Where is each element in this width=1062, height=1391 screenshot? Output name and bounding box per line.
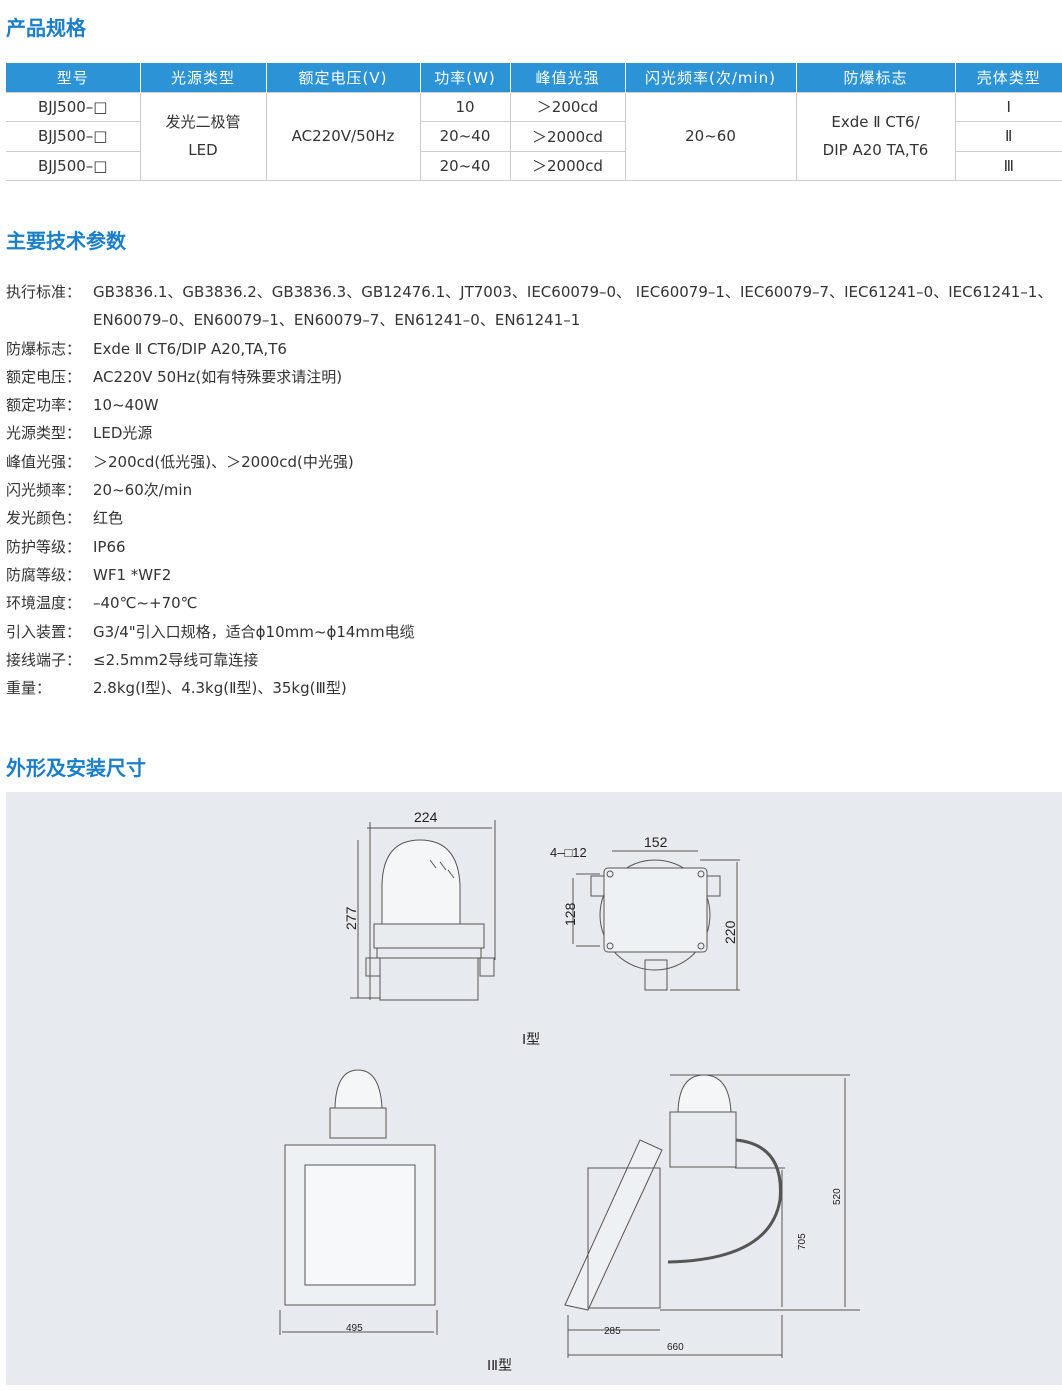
param-label: 引入装置： [6, 622, 82, 641]
dim-label: 220 [722, 920, 738, 944]
param-row: 引入装置： G3/4"引入口规格，适合ϕ10mm~ϕ14mm电缆 [6, 618, 1062, 646]
type1-top-view [572, 850, 740, 991]
ex-mark-line: Exde Ⅱ CT6/ [831, 113, 920, 132]
param-value: 红色 [93, 509, 124, 528]
ex-mark-line: DIP A20 TA,T6 [822, 141, 929, 160]
param-label: 防护等级： [6, 537, 82, 556]
param-row: 执行标准： GB3836.1、GB3836.2、GB3836.3、GB12476.… [6, 278, 1062, 335]
type3-front-view [279, 1069, 438, 1335]
section-title-spec: 产品规格 [6, 16, 86, 40]
param-label: 峰值光强： [6, 452, 82, 471]
housing-cell: Ⅰ [954, 91, 1062, 122]
param-label: 重量： [6, 679, 52, 698]
dim-label: 660 [667, 1342, 684, 1353]
intensity-cell: ＞2000cd [509, 150, 626, 181]
dim-label: 705 [797, 1233, 808, 1250]
param-label: 额定电压： [6, 367, 82, 386]
dim-label: 128 [562, 902, 578, 926]
dim-label: 4–□12 [550, 845, 587, 860]
param-row: 接线端子： ≤2.5mm2导线可靠连接 [6, 646, 1062, 674]
param-value: 20~60次/min [93, 481, 193, 500]
table-header-row: 型号 光源类型 额定电压(V) 功率(W) 峰值光强 闪光频率(次/min) 防… [6, 63, 1062, 92]
param-label: 发光颜色： [6, 509, 82, 528]
param-label: 环境温度： [6, 594, 82, 613]
header-cell: 闪光频率(次/min) [624, 63, 796, 92]
dim-label: 277 [343, 906, 359, 930]
header-cell: 防爆标志 [795, 63, 955, 92]
housing-cell: Ⅲ [954, 150, 1062, 181]
header-cell: 额定电压(V) [265, 63, 420, 92]
param-row: 发光颜色： 红色 [6, 504, 1062, 532]
param-value: IP66 [93, 537, 126, 556]
voltage-cell: AC220V/50Hz [265, 91, 421, 181]
model-cell: BJJ500–□ [6, 91, 141, 122]
param-value: GB3836.1、GB3836.2、GB3836.3、GB12476.1、JT7… [93, 283, 1053, 330]
type1-caption: Ⅰ型 [522, 1031, 540, 1047]
ex-mark-cell: Exde Ⅱ CT6/DIP A20 TA,T6 [795, 91, 956, 181]
param-row: 防腐等级： WF1 *WF2 [6, 561, 1062, 589]
power-cell: 10 [419, 91, 511, 122]
param-row: 光源类型： LED光源 [6, 419, 1062, 447]
param-value: 2.8kg(Ⅰ型)、4.3kg(Ⅱ型)、35kg(Ⅲ型) [93, 679, 347, 698]
type1-side-view [350, 820, 496, 1001]
model-cell: BJJ500–□ [6, 121, 141, 152]
param-label: 防腐等级： [6, 565, 82, 584]
header-cell: 型号 [6, 63, 140, 92]
param-label: 额定功率： [6, 396, 82, 415]
type3-side-view [564, 1074, 860, 1358]
section-title-dims: 外形及安装尺寸 [6, 756, 146, 780]
housing-cell: Ⅱ [954, 121, 1062, 152]
param-row: 防护等级： IP66 [6, 533, 1062, 561]
param-value: LED光源 [93, 424, 153, 443]
param-row: 额定电压： AC220V 50Hz(如有特殊要求请注明) [6, 363, 1062, 391]
param-value: –40℃~+70℃ [93, 594, 198, 613]
dimension-drawing-panel: 224 277 4–□12 152 128 220 Ⅰ型 495 285 660… [6, 792, 1062, 1385]
param-value: Exde Ⅱ CT6/DIP A20,TA,T6 [93, 339, 287, 358]
param-row: 额定功率： 10~40W [6, 391, 1062, 419]
dim-label: 224 [414, 809, 438, 825]
light-source-line: 发光二极管 [165, 113, 241, 132]
dim-label: 285 [604, 1326, 621, 1337]
param-row: 闪光频率： 20~60次/min [6, 476, 1062, 504]
light-source-cell: 发光二极管 LED [139, 91, 267, 181]
dimension-drawings: 224 277 4–□12 152 128 220 Ⅰ型 495 285 660… [279, 809, 860, 1373]
light-source-line: LED [188, 141, 218, 160]
spec-table: 型号 光源类型 额定电压(V) 功率(W) 峰值光强 闪光频率(次/min) 防… [6, 63, 1062, 181]
header-cell: 光源类型 [139, 63, 266, 92]
param-label: 执行标准： [6, 283, 82, 301]
dim-label: 152 [644, 834, 668, 850]
param-label: 防爆标志： [6, 339, 82, 358]
dim-label: 495 [346, 1323, 363, 1334]
dim-label: 520 [832, 1188, 843, 1205]
power-cell: 20~40 [419, 121, 511, 152]
param-row: 环境温度： –40℃~+70℃ [6, 589, 1062, 617]
table-row: BJJ500–□ 20~40 ＞2000cd Ⅲ [6, 150, 1062, 181]
param-value: ≤2.5mm2导线可靠连接 [93, 650, 259, 669]
params-list: 执行标准： GB3836.1、GB3836.2、GB3836.3、GB12476.… [6, 278, 1062, 702]
param-value: ＞200cd(低光强)、＞2000cd(中光强) [93, 452, 354, 471]
header-cell: 壳体类型 [954, 63, 1062, 92]
param-value: WF1 *WF2 [93, 565, 172, 584]
param-value: AC220V 50Hz(如有特殊要求请注明) [93, 367, 343, 386]
param-row: 重量： 2.8kg(Ⅰ型)、4.3kg(Ⅱ型)、35kg(Ⅲ型) [6, 674, 1062, 702]
power-cell: 20~40 [419, 150, 511, 181]
param-value: G3/4"引入口规格，适合ϕ10mm~ϕ14mm电缆 [93, 622, 415, 641]
intensity-cell: ＞200cd [509, 91, 626, 122]
section-title-params: 主要技术参数 [6, 229, 126, 253]
param-value: 10~40W [93, 396, 159, 415]
param-label: 接线端子： [6, 650, 82, 669]
type3-caption: ⅠⅡ型 [487, 1357, 512, 1373]
header-cell: 功率(W) [419, 63, 510, 92]
header-cell: 峰值光强 [509, 63, 625, 92]
param-label: 光源类型： [6, 424, 82, 443]
param-label: 闪光频率： [6, 481, 82, 500]
param-row: 防爆标志： Exde Ⅱ CT6/DIP A20,TA,T6 [6, 335, 1062, 363]
model-cell: BJJ500–□ [6, 150, 141, 181]
frequency-cell: 20~60 [624, 91, 797, 181]
param-row: 峰值光强： ＞200cd(低光强)、＞2000cd(中光强) [6, 448, 1062, 476]
intensity-cell: ＞2000cd [509, 121, 626, 152]
